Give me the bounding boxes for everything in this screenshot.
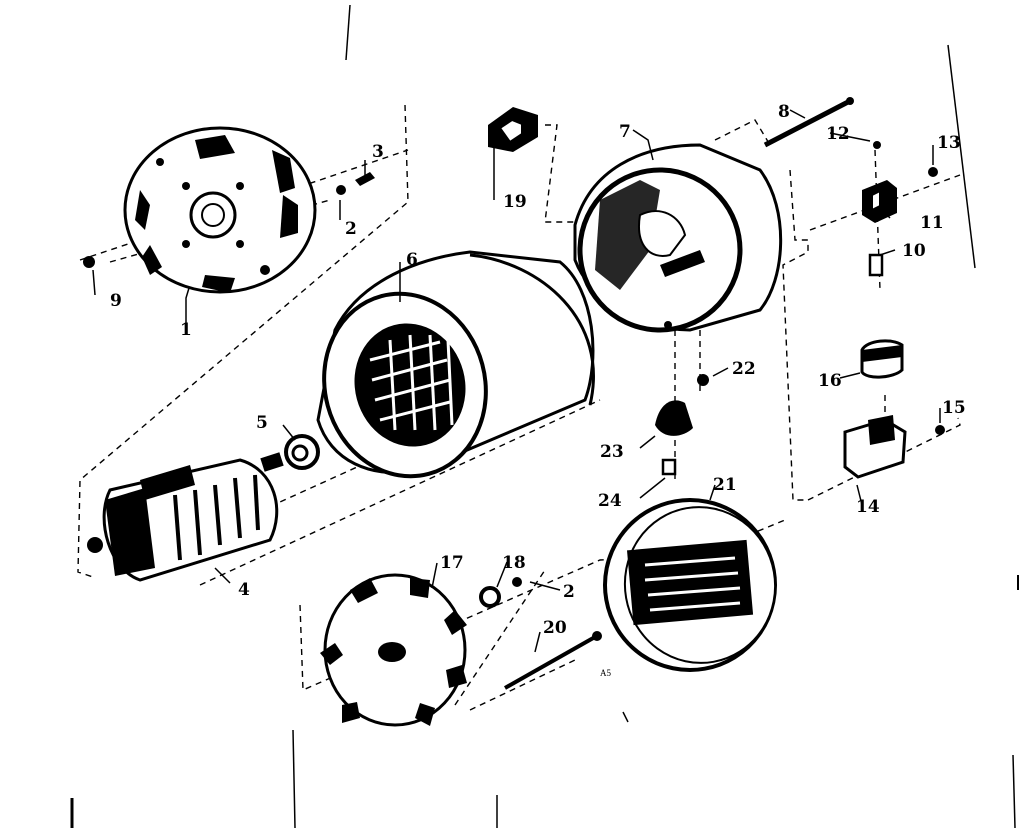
parts-10-16-electrical xyxy=(843,141,945,479)
callout-17: 17 xyxy=(440,553,464,573)
callout-3: 3 xyxy=(372,142,384,162)
callout-9: 9 xyxy=(110,291,122,311)
callout-23: 23 xyxy=(600,442,624,462)
part-6-housing xyxy=(316,250,595,479)
callout-15: 15 xyxy=(942,398,966,418)
callout-5: 5 xyxy=(256,413,268,433)
callout-labels: 1 9 2 3 6 5 4 19 7 8 12 13 11 10 22 16 1… xyxy=(110,102,966,678)
part-8-through-bolt xyxy=(763,97,854,148)
parts-18-2-fan-hardware xyxy=(479,577,522,608)
callout-18: 18 xyxy=(502,553,526,573)
part-20-long-bolt xyxy=(504,631,602,690)
grille-slots xyxy=(644,556,741,612)
callout-2-top: 2 xyxy=(345,219,357,239)
part-5-bearing xyxy=(284,434,320,470)
part-1-end-bell xyxy=(123,126,317,294)
callout-16: 16 xyxy=(818,371,842,391)
callout-1: 1 xyxy=(180,320,192,340)
part-4-armature xyxy=(87,452,284,582)
callout-11: 11 xyxy=(920,213,944,233)
housing-fins xyxy=(369,334,454,431)
stamp-code: A5 xyxy=(600,668,611,678)
callout-4: 4 xyxy=(238,580,250,600)
part-17-fan xyxy=(320,573,467,727)
small-screws-top-left xyxy=(83,172,375,268)
parts-22-24-cap-and-fittings xyxy=(655,374,709,476)
callout-21: 21 xyxy=(713,475,737,495)
callout-20: 20 xyxy=(543,618,567,638)
callout-22: 22 xyxy=(732,359,756,379)
callout-2-bottom: 2 xyxy=(563,582,575,602)
leader-lines xyxy=(92,109,941,653)
callout-24: 24 xyxy=(598,491,622,511)
callout-12: 12 xyxy=(826,124,850,144)
callout-10: 10 xyxy=(902,241,926,261)
callout-7: 7 xyxy=(619,122,631,142)
part-21-grille-cover xyxy=(603,498,777,672)
part-19-terminal-block xyxy=(488,107,538,152)
callout-8: 8 xyxy=(778,102,790,122)
callout-6: 6 xyxy=(406,250,418,270)
part-7-end-housing xyxy=(573,143,783,333)
scan-marks xyxy=(70,4,1019,828)
callout-13: 13 xyxy=(937,133,961,153)
callout-14: 14 xyxy=(856,497,880,517)
callout-19: 19 xyxy=(503,192,527,212)
